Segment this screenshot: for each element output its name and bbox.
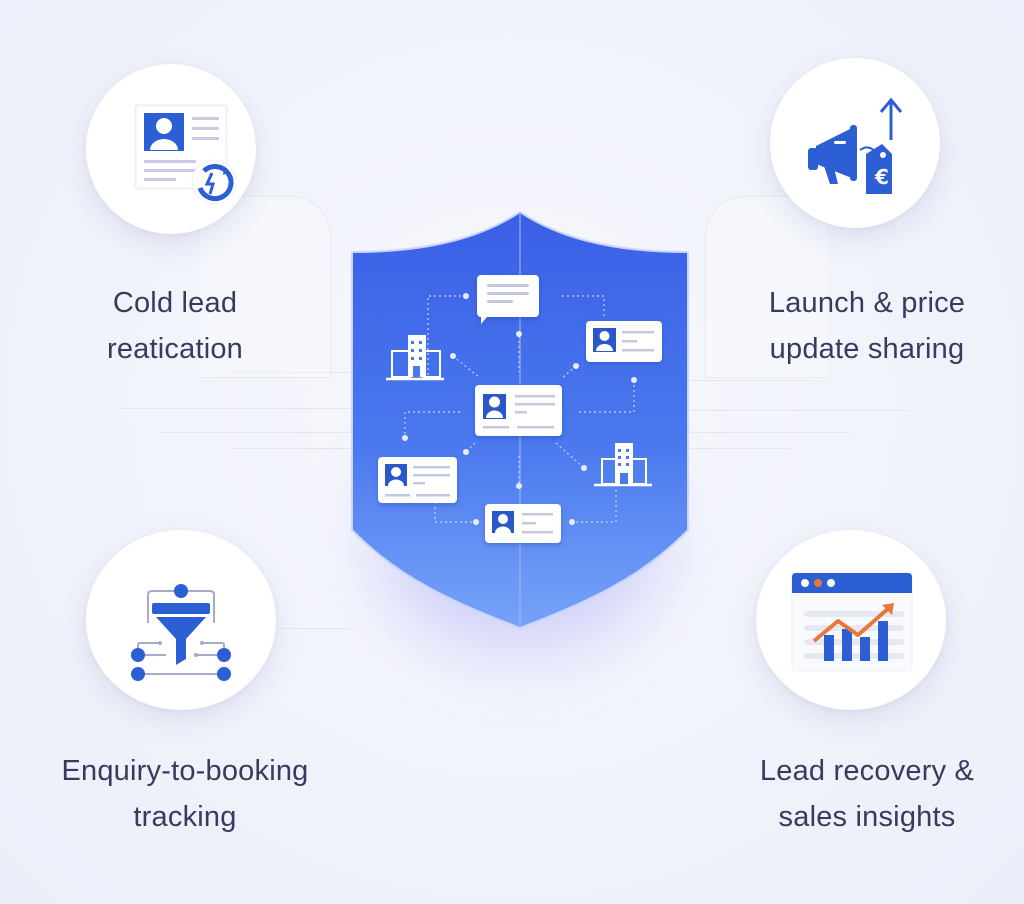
megaphone-price-tag-icon: € [808,97,903,194]
guide-line [120,408,350,409]
guide-line [690,448,790,449]
contact-card-icon [586,321,662,362]
funnel-flow-icon [131,584,231,681]
feature-icon-circle-lead-recovery [756,530,946,710]
guide-line [690,410,910,411]
feature-label-line2: update sharing [769,333,965,365]
panel-outline-left [200,196,331,378]
feature-icon-circle-launch-price: € [770,58,940,228]
guide-line [230,372,350,373]
analytics-chart-icon [791,572,913,672]
guide-line [230,448,350,449]
contact-card-icon [485,504,561,543]
contact-card-icon [475,385,562,436]
feature-label-line1: Enquiry-to-booking [61,755,309,787]
feature-label-lead-recovery: Lead recovery & sales insights [722,748,1012,840]
contact-card-icon [378,457,457,503]
feature-label-line2: tracking [133,801,237,833]
feature-icon-circle-cold-lead [86,64,256,234]
feature-label-line2: reatication [107,333,243,365]
contact-card-refresh-icon [134,104,236,204]
feature-label-enquiry-booking: Enquiry-to-booking tracking [20,748,350,840]
guide-line [160,432,350,433]
guide-line [690,432,850,433]
guide-line [690,380,810,381]
feature-label-cold-lead: Cold lead reatication [60,280,290,372]
feature-label-line1: Launch & price [768,287,966,319]
feature-label-line1: Cold lead [112,287,238,319]
guide-line [270,628,350,629]
building-icon [594,443,652,487]
building-icon [386,335,444,381]
shield-network-icon [340,200,700,640]
feature-label-launch-price: Launch & price update sharing [732,280,1002,372]
feature-label-line1: Lead recovery & [759,755,975,787]
chat-bubble-icon [477,275,539,324]
panel-outline-right [705,196,826,378]
feature-icon-circle-enquiry-booking [86,530,276,710]
feature-label-line2: sales insights [778,801,956,833]
svg-text:€: € [874,165,889,189]
